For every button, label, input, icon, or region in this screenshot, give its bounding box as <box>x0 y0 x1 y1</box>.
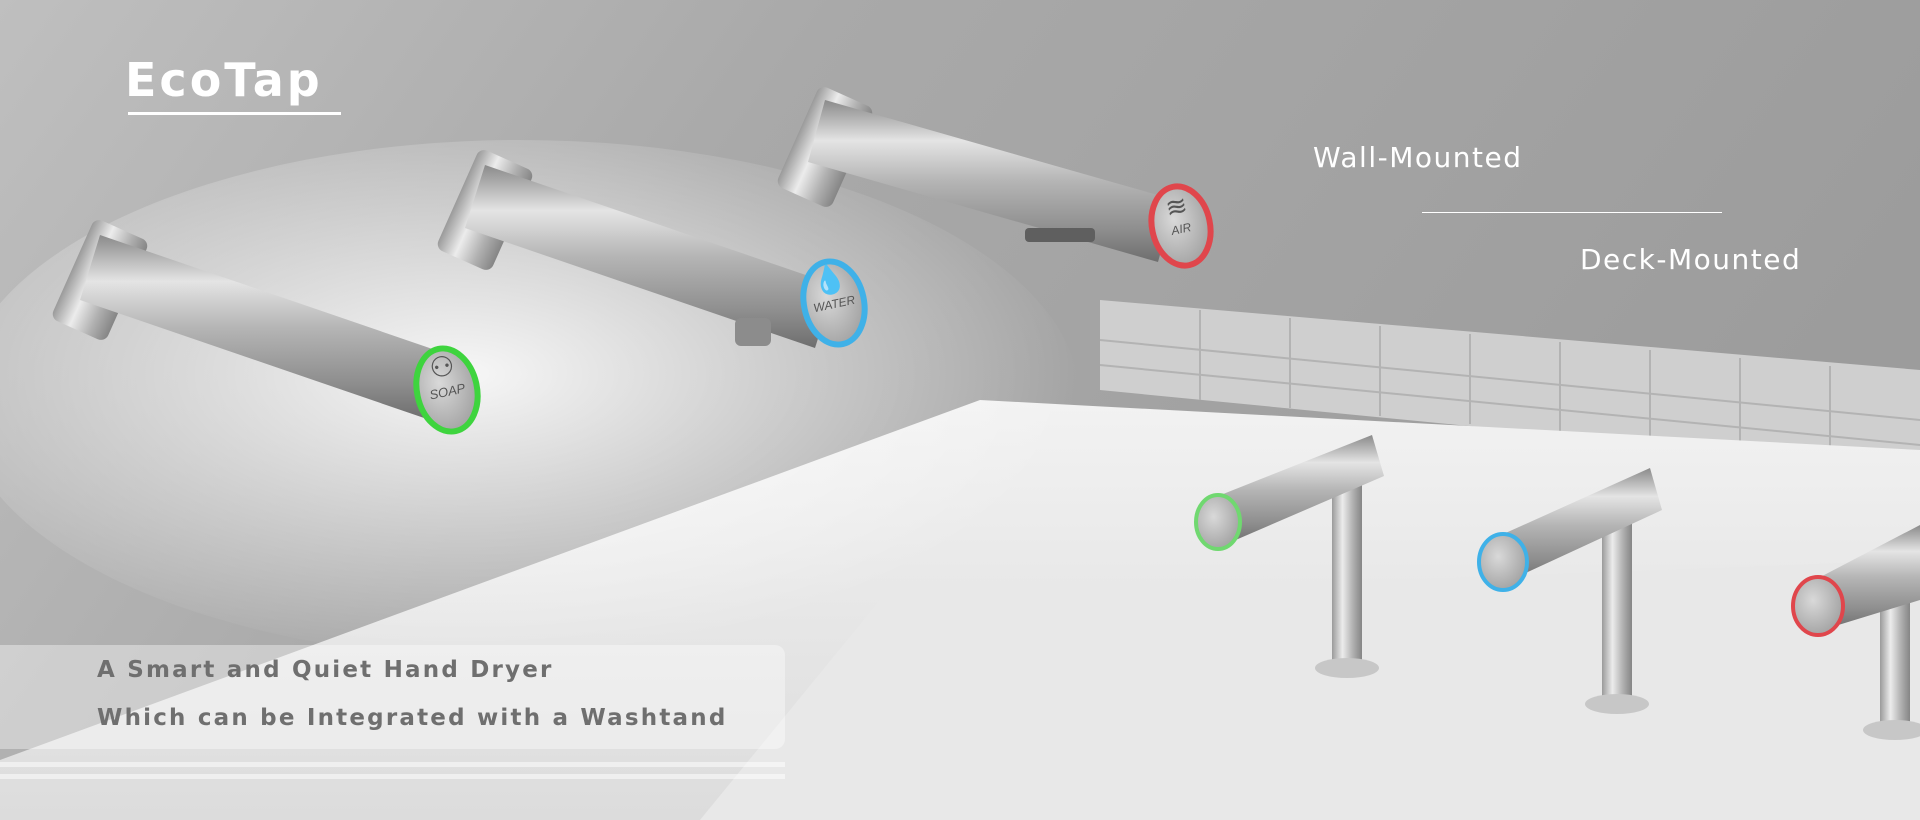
brand-underline <box>128 112 341 115</box>
wall-mounted-label: Wall-Mounted <box>1313 141 1523 174</box>
wall-water-unit <box>437 150 868 348</box>
wall-air-unit <box>777 87 1214 269</box>
tagline-panel <box>0 645 785 749</box>
tagline-line-2: Which can be Integrated with a Washtand <box>97 705 728 731</box>
brand-logo: EcoTap <box>125 53 323 107</box>
deck-air-unit <box>1791 525 1920 740</box>
tagline-line-1: A Smart and Quiet Hand Dryer <box>97 657 554 683</box>
deck-soap-unit <box>1194 435 1384 678</box>
deck-water-unit <box>1477 468 1662 714</box>
decor-stripe-2 <box>0 774 785 779</box>
tile-wall <box>1099 300 1920 470</box>
decor-stripe-1 <box>0 762 785 767</box>
wall-soap-unit <box>52 220 481 435</box>
deck-mounted-label: Deck-Mounted <box>1580 243 1802 276</box>
mount-divider <box>1422 212 1722 213</box>
